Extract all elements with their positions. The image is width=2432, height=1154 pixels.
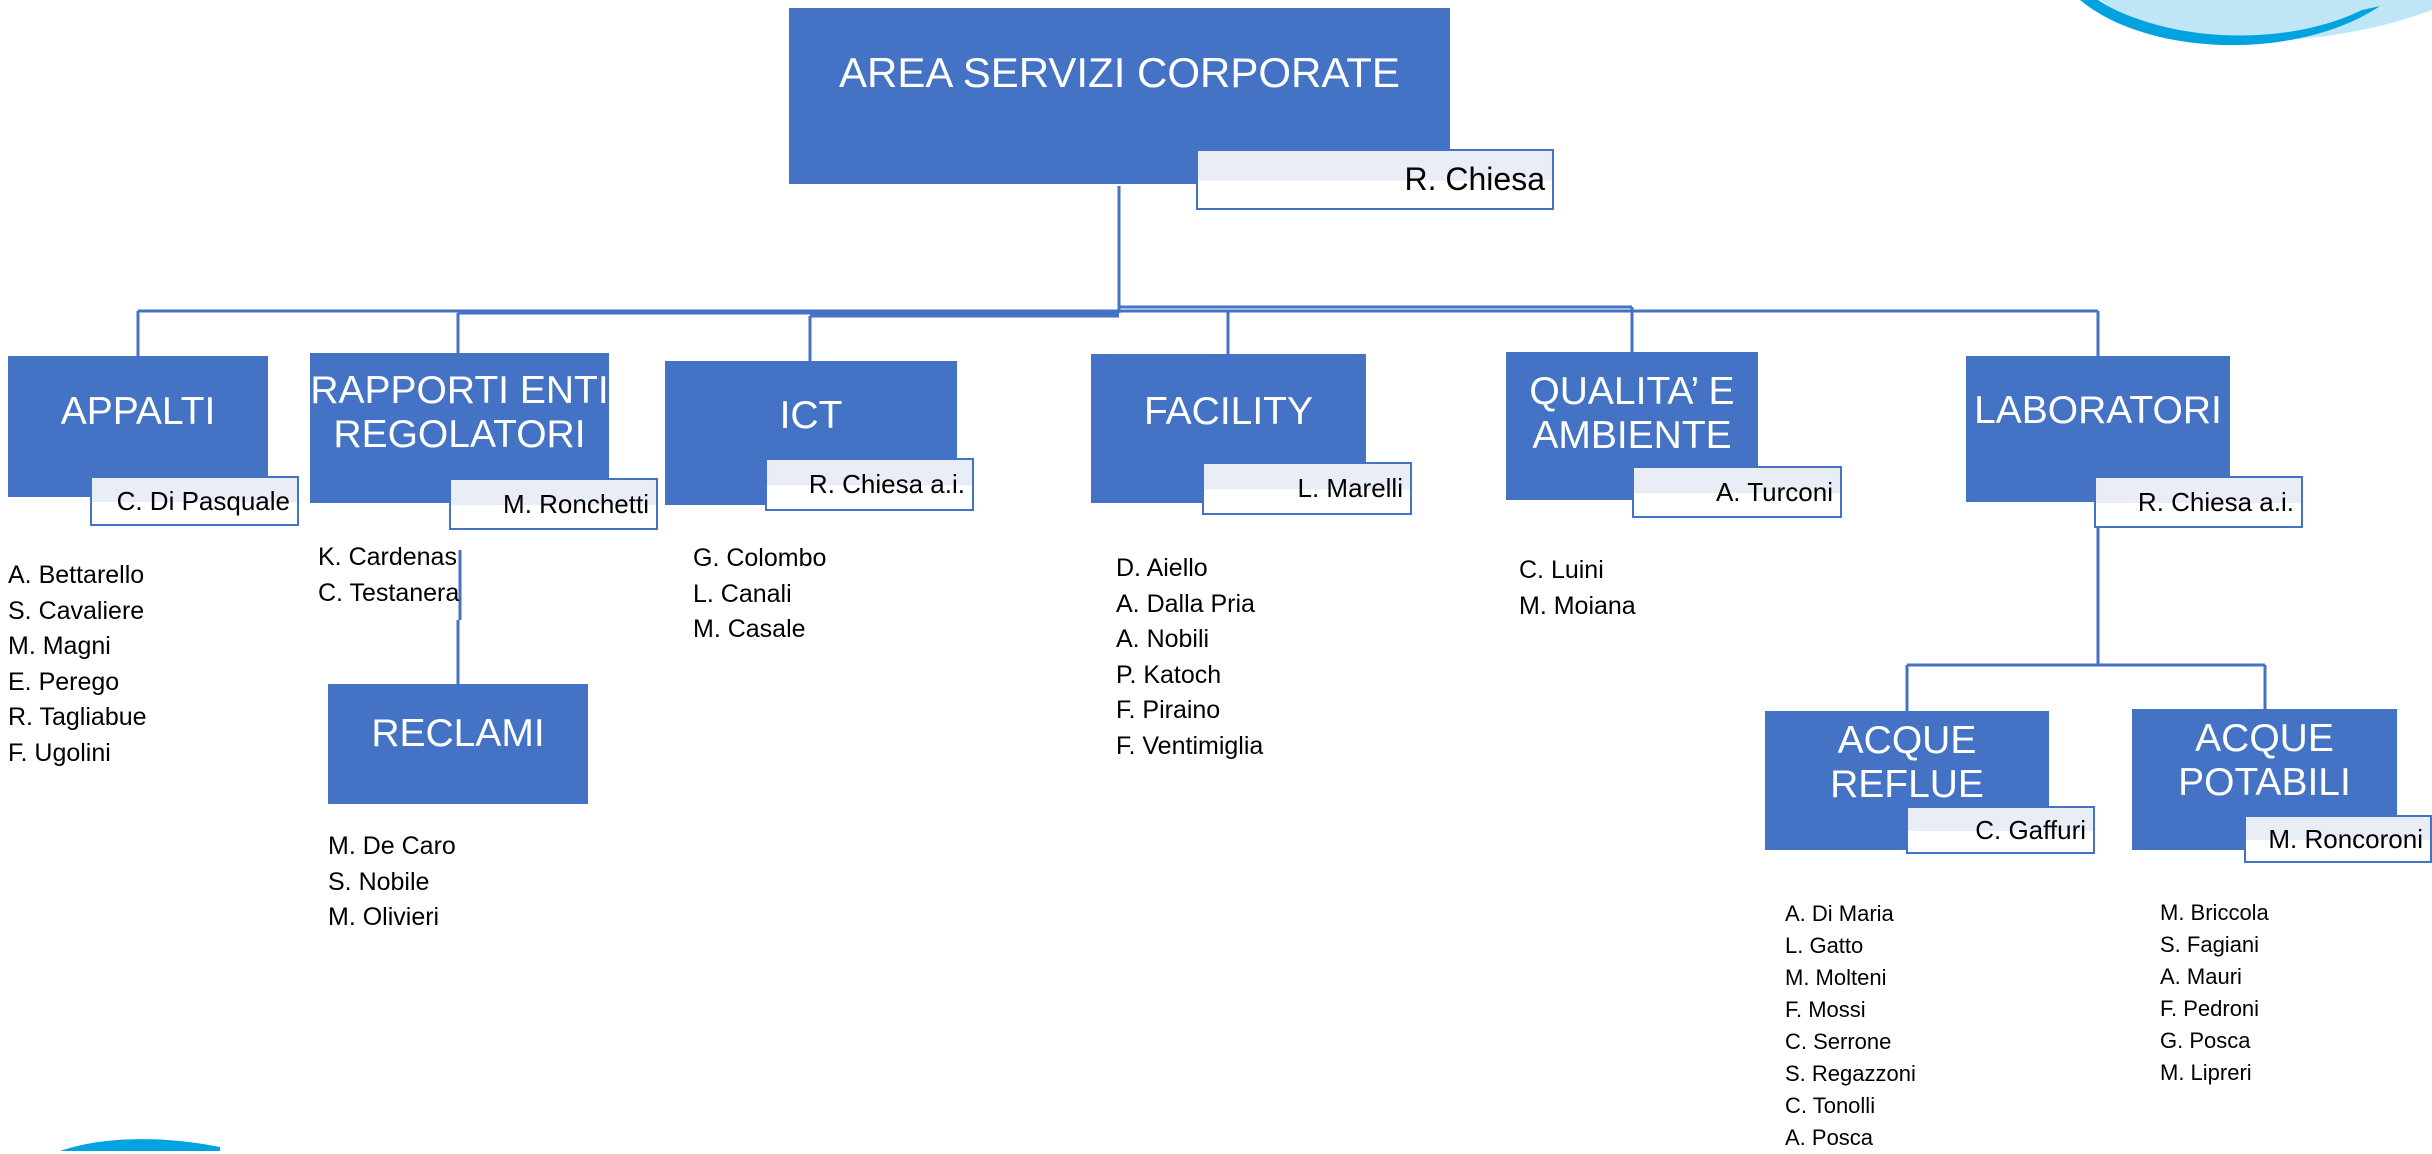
list-item: S. Regazzoni [1785, 1061, 1916, 1086]
list-item: A. Nobili [1116, 625, 1210, 653]
list-item: G. Colombo [693, 544, 827, 572]
rapporti-enti-staff-list: K. Cardenas C. Testanera [318, 540, 459, 611]
list-item: C. Tonolli [1785, 1093, 1876, 1118]
laboratori-manager-tag: R. Chiesa a.i. [2094, 476, 2303, 528]
list-item: S. Cavaliere [8, 596, 145, 625]
list-item: M. Olivieri [328, 903, 440, 931]
ict-staff-list: G. Colombo L. Canali M. Casale [693, 541, 826, 648]
laboratori-manager-name: R. Chiesa a.i. [2137, 486, 2294, 517]
list-item: E. Perego [8, 667, 120, 696]
list-item: C. Serrone [1785, 1029, 1892, 1054]
list-item: A. Dalla Pria [1116, 589, 1255, 618]
ict-manager-tag: R. Chiesa a.i. [765, 458, 974, 511]
list-item: M. De Caro [328, 832, 456, 860]
root-manager-tag: R. Chiesa [1196, 149, 1554, 210]
list-item: M. Casale [693, 615, 806, 643]
wave-decoration-bottom-left [60, 1139, 220, 1151]
list-item: M. Briccola [2160, 900, 2269, 925]
ict-unit-title: ICT [779, 394, 843, 438]
reclami-unit-title: RECLAMI [371, 712, 545, 756]
appalti-unit-title: APPALTI [60, 389, 216, 433]
facility-manager-name: L. Marelli [1297, 473, 1403, 503]
rapporti-enti-manager-name: M. Ronchetti [503, 488, 649, 519]
root-manager-name: R. Chiesa [1404, 161, 1546, 197]
acque-potabili-manager-tag: M. Roncoroni [2244, 815, 2432, 863]
list-item: F. Ventimiglia [1116, 731, 1264, 760]
list-item: F. Piraino [1116, 696, 1221, 724]
qualita-staff-list: C. Luini M. Moiana [1519, 553, 1636, 624]
list-item: M. Moiana [1519, 591, 1636, 620]
list-item: F. Mossi [1785, 997, 1866, 1022]
appalti-manager-tag: C. Di Pasquale [90, 476, 299, 526]
facility-unit-title: FACILITY [1143, 389, 1314, 433]
list-item: M. Lipreri [2160, 1060, 2252, 1085]
appalti-staff-list: A. Bettarello S. Cavaliere M. Magni E. P… [8, 558, 147, 771]
root-unit-title: AREA SERVIZI CORPORATE [839, 49, 1400, 97]
reclami-unit-box: RECLAMI [328, 684, 588, 804]
list-item: A. Bettarello [8, 561, 145, 589]
acque-potabili-manager-name: M. Roncoroni [2268, 823, 2423, 854]
acque-potabili-unit-title: ACQUE POTABILI [2178, 717, 2351, 804]
qualita-manager-name: A. Turconi [1715, 476, 1833, 507]
list-item: P. Katoch [1116, 660, 1222, 689]
acque-reflue-unit-title: ACQUE REFLUE [1830, 719, 1984, 806]
acque-reflue-manager-name: C. Gaffuri [1975, 814, 2086, 845]
list-item: F. Pedroni [2160, 996, 2260, 1021]
laboratori-unit-title: LABORATORI [1974, 389, 2222, 433]
rapporti-enti-manager-tag: M. Ronchetti [449, 478, 658, 530]
facility-staff-list: D. Aiello A. Dalla Pria A. Nobili P. Kat… [1116, 551, 1263, 764]
qualita-manager-tag: A. Turconi [1632, 466, 1842, 518]
list-item: L. Gatto [1785, 933, 1864, 958]
list-item: K. Cardenas [318, 543, 457, 571]
list-item: A. Posca [1785, 1125, 1874, 1150]
ict-manager-name: R. Chiesa a.i. [808, 469, 965, 499]
appalti-manager-name: C. Di Pasquale [116, 485, 290, 516]
acque-potabili-staff-list: M. Briccola S. Fagiani A. Mauri F. Pedro… [2160, 897, 2269, 1089]
list-item: A. Mauri [2160, 964, 2242, 989]
list-item: D. Aiello [1116, 554, 1208, 582]
qualita-unit-title: QUALITA’ E AMBIENTE [1529, 370, 1735, 457]
rapporti-enti-unit-title: RAPPORTI ENTI REGOLATORI [310, 369, 609, 456]
list-item: C. Luini [1519, 556, 1604, 584]
appalti-unit-box: APPALTI [8, 356, 268, 497]
list-item: S. Fagiani [2160, 932, 2260, 957]
reclami-staff-list: M. De Caro S. Nobile M. Olivieri [328, 829, 456, 936]
acque-reflue-staff-list: A. Di Maria L. Gatto M. Molteni F. Mossi… [1785, 898, 1916, 1154]
list-item: S. Nobile [328, 867, 430, 896]
wave-decoration-top-right [2080, 0, 2432, 46]
root-unit-box: AREA SERVIZI CORPORATE [789, 8, 1450, 184]
list-item: C. Testanera [318, 578, 460, 607]
list-item: M. Magni [8, 632, 111, 660]
list-item: R. Tagliabue [8, 703, 147, 731]
list-item: F. Ugolini [8, 738, 111, 767]
list-item: M. Molteni [1785, 965, 1887, 990]
list-item: G. Posca [2160, 1028, 2251, 1053]
list-item: A. Di Maria [1785, 901, 1894, 926]
facility-manager-tag: L. Marelli [1202, 462, 1412, 515]
acque-reflue-manager-tag: C. Gaffuri [1906, 806, 2095, 854]
list-item: L. Canali [693, 579, 792, 608]
